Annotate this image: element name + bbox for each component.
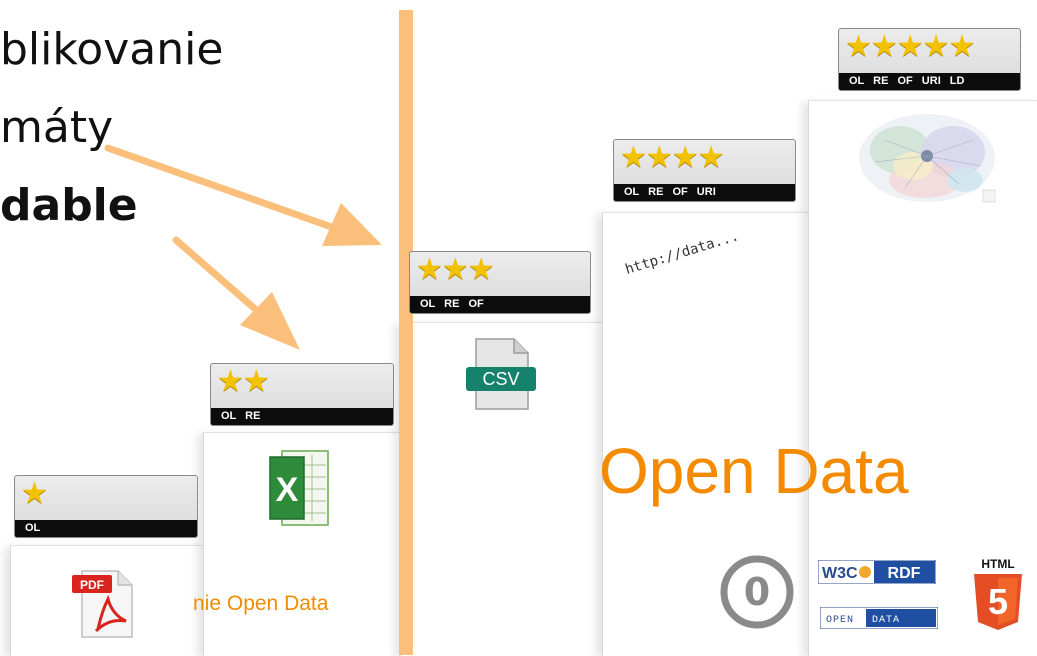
csv-icon: CSV	[466, 338, 536, 410]
not-open-data-label: nie Open Data	[193, 592, 329, 615]
badge-labels: OL RE OF URI LD	[839, 73, 1020, 90]
svg-text:OPEN: OPEN	[826, 615, 854, 626]
linked-open-data-cloud-icon	[859, 114, 996, 203]
badge-three-star: ★★★ OL RE OF	[409, 251, 591, 314]
svg-text:DATA: DATA	[872, 615, 900, 626]
star-icon: ★★★★★	[845, 29, 975, 64]
badge-two-star: ★★ OL RE	[210, 363, 394, 426]
heading-line-1: blikovanie	[0, 24, 224, 75]
badge-five-star: ★★★★★ OL RE OF URI LD	[838, 28, 1021, 91]
cc0-logo-icon: 0	[720, 555, 794, 629]
w3c-rdf-logo-icon: W3C RDF	[818, 560, 936, 584]
badge-labels: OL RE	[211, 408, 393, 425]
badge-labels: OL RE OF	[410, 296, 590, 313]
arrow-to-three-star	[104, 144, 382, 246]
svg-text:X: X	[276, 471, 299, 509]
pdf-icon: PDF	[72, 570, 133, 638]
badge-labels: OL RE OF URI	[614, 184, 795, 201]
svg-text:PDF: PDF	[80, 578, 104, 592]
badge-four-star: ★★★★ OL RE OF URI	[613, 139, 796, 202]
svg-text:0: 0	[744, 570, 770, 614]
heading-line-3: dable	[0, 180, 138, 231]
star-icon: ★	[21, 476, 48, 511]
excel-icon: X	[269, 450, 329, 526]
star-icon: ★★★★	[620, 140, 725, 175]
svg-text:HTML: HTML	[981, 557, 1014, 571]
orange-divider	[399, 10, 413, 655]
star-icon: ★★	[217, 364, 270, 399]
svg-text:5: 5	[988, 581, 1008, 622]
badge-labels: OL	[15, 520, 197, 537]
html5-logo-icon: HTML 5	[974, 557, 1022, 630]
open-data-logo-icon: OPEN DATA	[820, 607, 938, 629]
svg-text:CSV: CSV	[482, 369, 519, 389]
star-icon: ★★★	[416, 252, 495, 287]
badge-one-star: ★ OL	[14, 475, 198, 538]
svg-text:RDF: RDF	[888, 565, 921, 582]
open-data-label: Open Data	[599, 435, 909, 507]
heading-line-2: máty	[0, 102, 114, 153]
svg-text:W3C: W3C	[822, 565, 858, 582]
arrow-to-two-star	[172, 236, 300, 350]
